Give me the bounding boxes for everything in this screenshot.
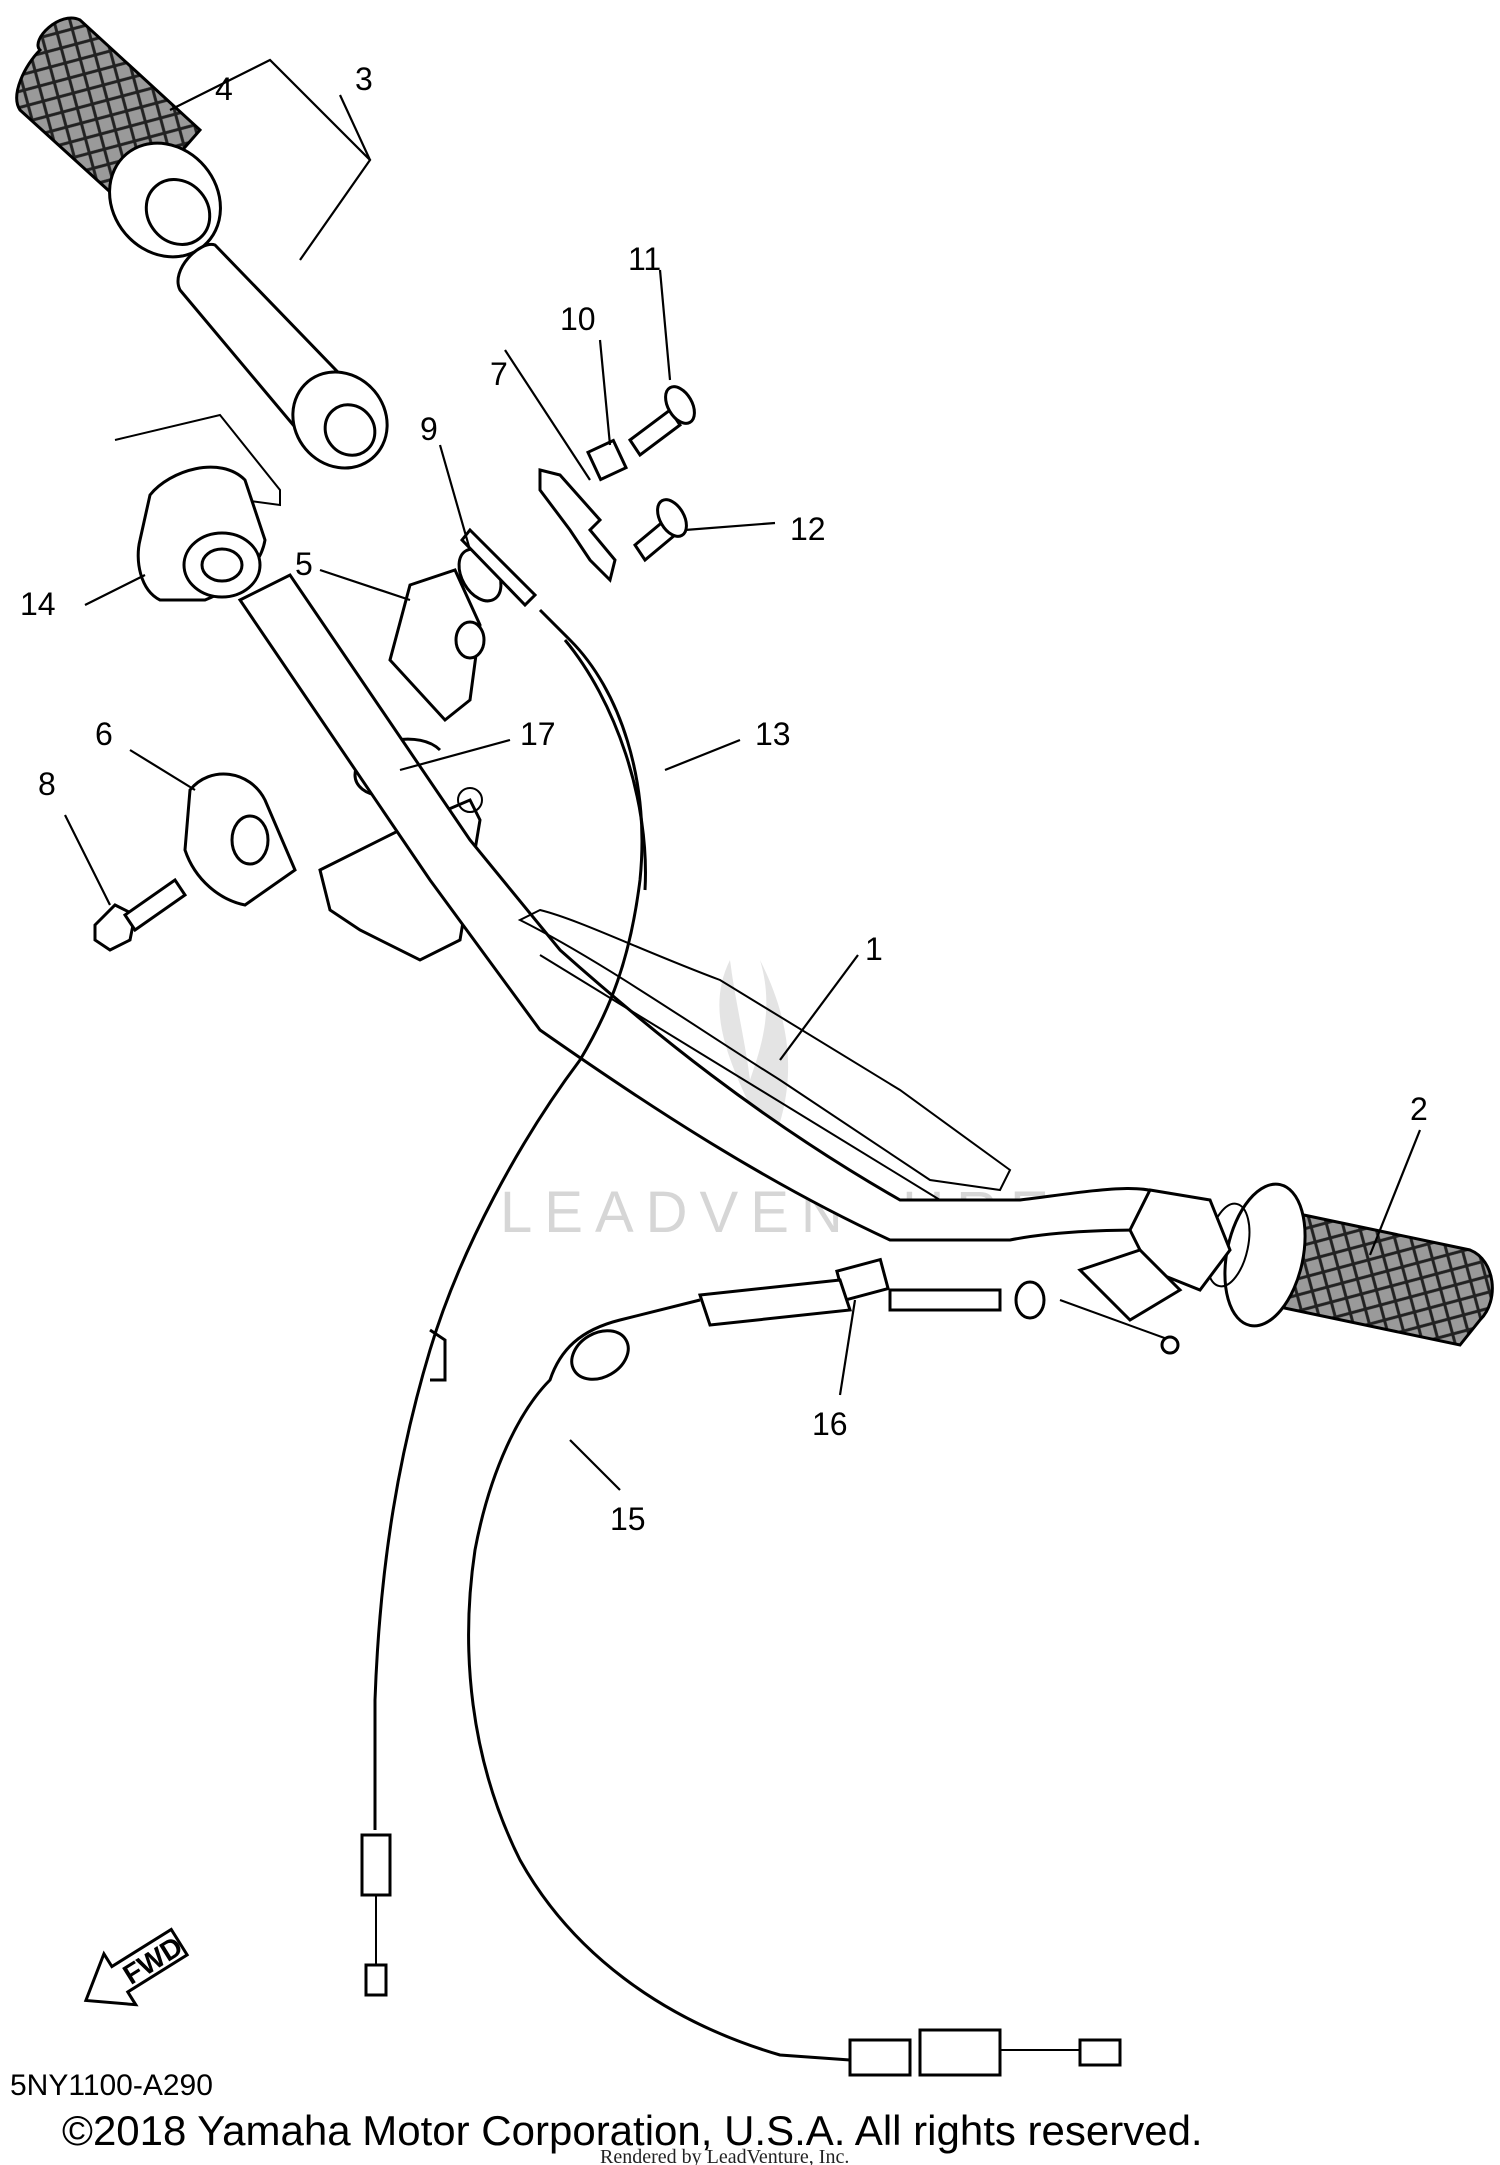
callout-4: 4 — [215, 71, 233, 107]
screw-part-12 — [633, 498, 688, 563]
callout-6: 6 — [95, 716, 113, 752]
callout-17: 17 — [520, 716, 556, 752]
cable-guide-part-5 — [388, 568, 486, 723]
callout-12: 12 — [790, 511, 826, 547]
callout-2: 2 — [1410, 1091, 1428, 1127]
callout-9: 9 — [420, 411, 438, 447]
callout-16: 16 — [812, 1406, 848, 1442]
callout-13: 13 — [755, 716, 791, 752]
diagram-code: 5NY1100-A290 — [10, 2069, 213, 2102]
fwd-arrow-icon: FWD — [83, 1927, 190, 2007]
plate-part-7 — [538, 468, 617, 583]
throttle-cable-part-13 — [360, 608, 647, 1997]
callout-3: 3 — [355, 61, 373, 97]
callout-7: 7 — [490, 356, 508, 392]
callout-11: 11 — [628, 241, 661, 277]
callout-10: 10 — [560, 301, 596, 337]
screw-part-11 — [627, 385, 696, 458]
callouts: 1 2 3 4 5 6 7 8 9 10 11 12 13 14 15 16 1… — [20, 61, 1428, 1537]
throttle-tube-part-3 — [176, 243, 389, 470]
callout-8: 8 — [38, 766, 56, 802]
adjuster-part-16 — [697, 1257, 1180, 1355]
left-grip-part-4 — [15, 16, 222, 259]
rendered-by-notice: Rendered by LeadVenture, Inc. — [600, 2146, 849, 2165]
leader-lines — [64, 58, 1422, 1491]
throttle-housing-part-14 — [114, 413, 281, 602]
callout-5: 5 — [295, 546, 313, 582]
right-grip-part-2 — [1077, 1182, 1494, 1347]
collar-part-10 — [585, 438, 629, 482]
bracket-part-6 — [183, 772, 297, 907]
callout-14: 14 — [20, 586, 56, 622]
callout-1: 1 — [865, 931, 883, 967]
copyright-notice: ©2018 Yamaha Motor Corporation, U.S.A. A… — [62, 2107, 1203, 2154]
clutch-cable-part-15 — [467, 1298, 1122, 2077]
spring-part-9 — [457, 527, 538, 608]
callout-15: 15 — [610, 1501, 646, 1537]
bolt-part-8 — [93, 877, 188, 952]
